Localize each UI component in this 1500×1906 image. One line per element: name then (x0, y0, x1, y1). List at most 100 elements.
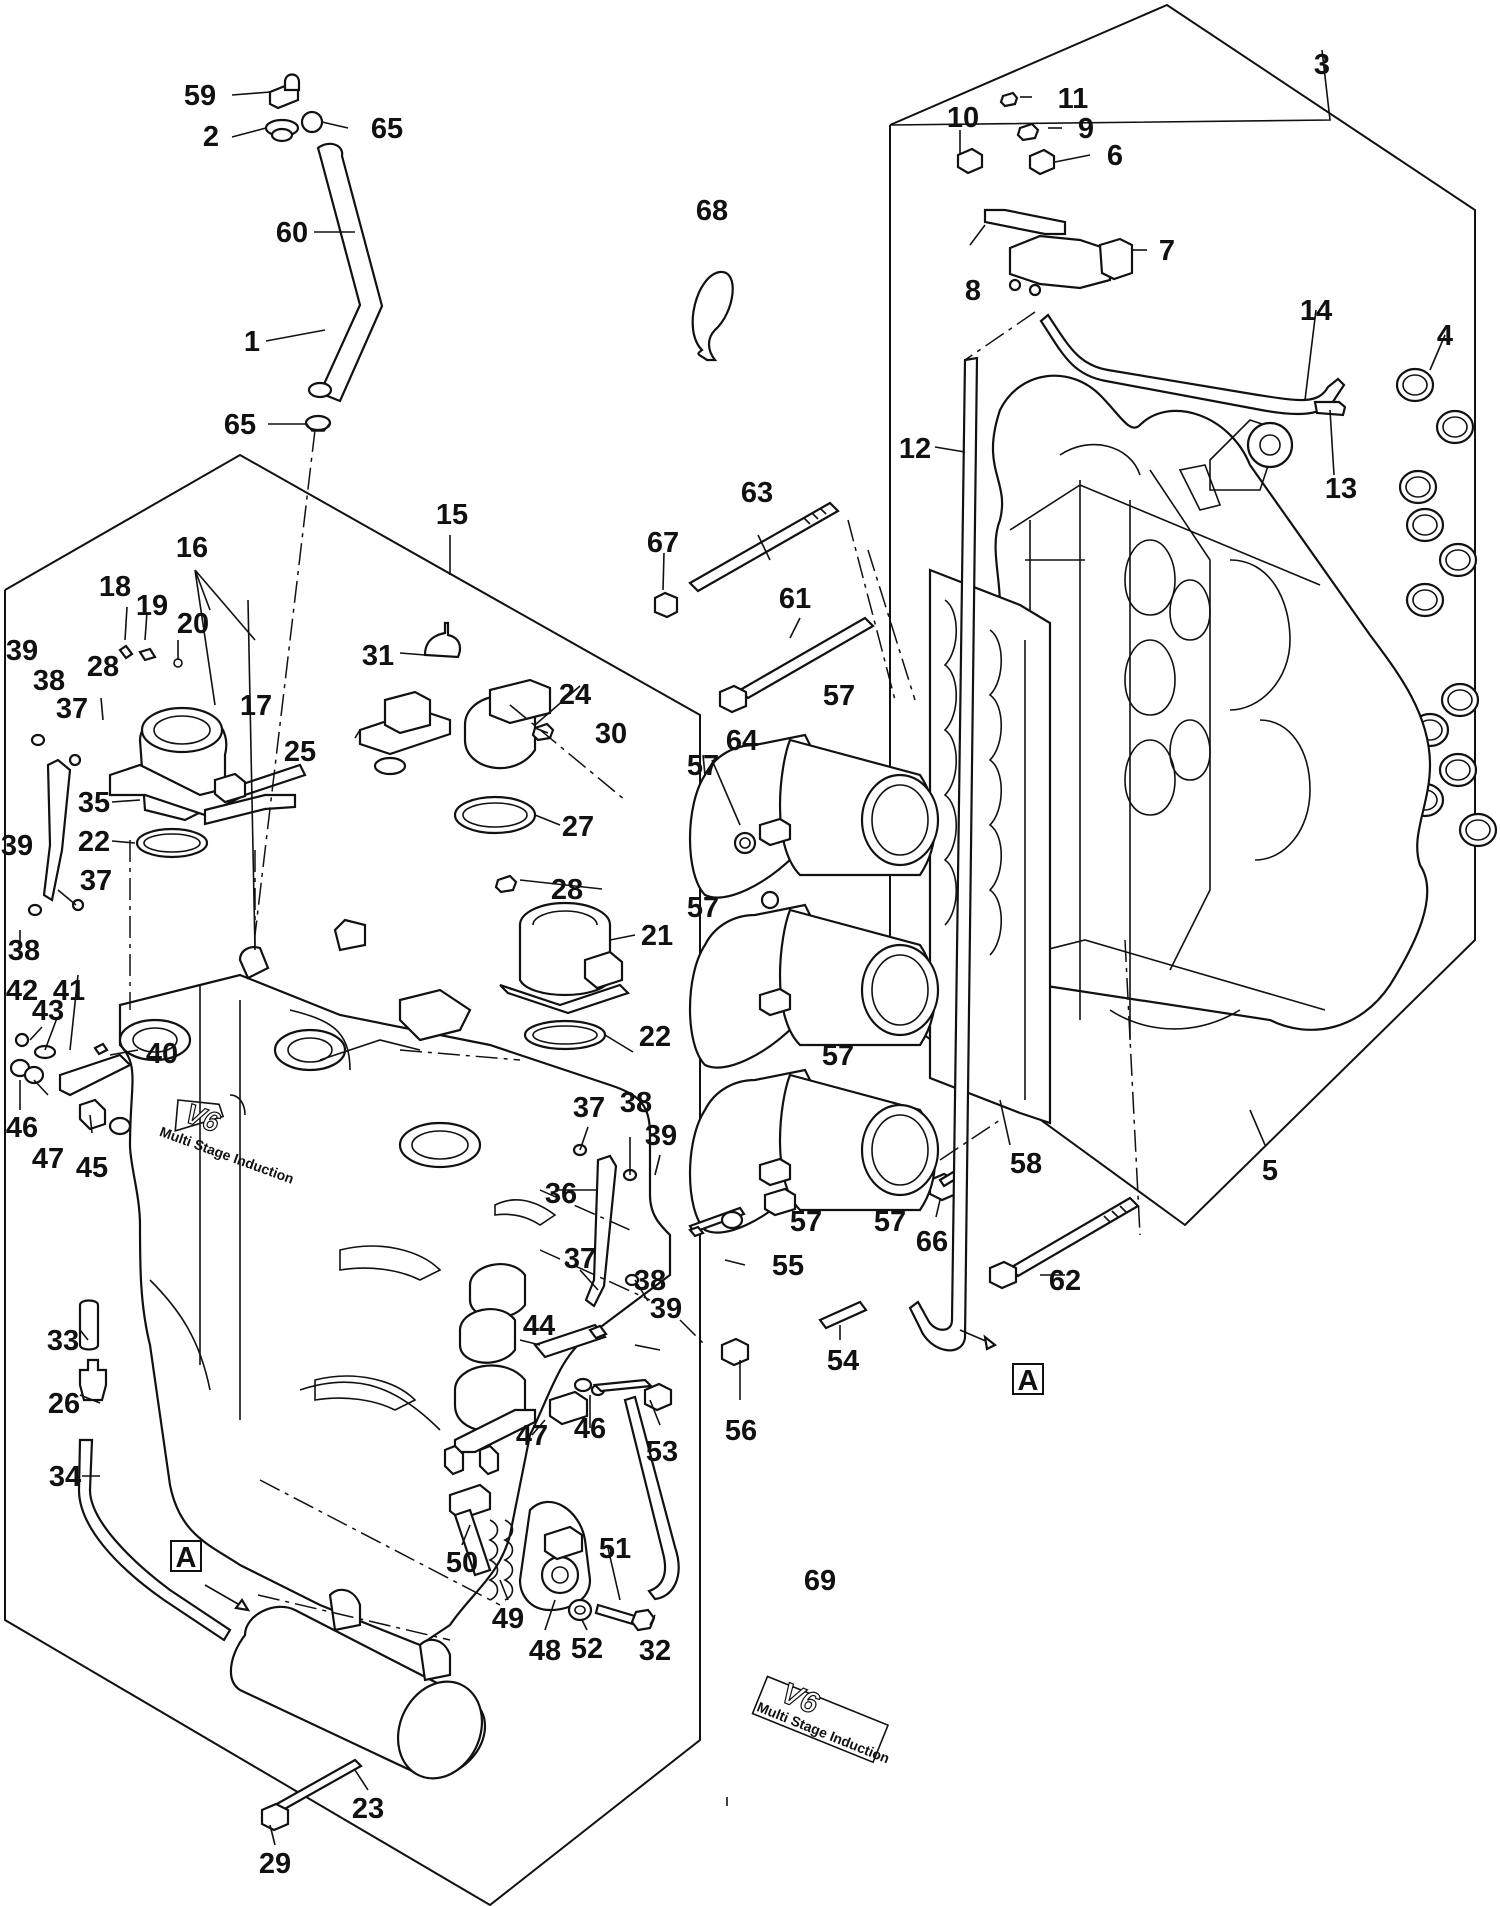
callout-34: 34 (49, 1461, 81, 1493)
callout-22: 22 (639, 1021, 671, 1053)
callout-28: 28 (551, 874, 583, 906)
callout-58: 58 (1010, 1148, 1042, 1180)
callout-28: 28 (87, 651, 119, 683)
callout-64: 64 (726, 725, 758, 757)
callout-21: 21 (641, 920, 673, 952)
callout-23: 23 (352, 1793, 384, 1825)
callout-37: 37 (56, 693, 88, 725)
vacuum-hose (1039, 313, 1347, 417)
throttle-body-upper (108, 644, 307, 859)
callout-4: 4 (1437, 320, 1453, 352)
long-hose (908, 356, 979, 1352)
callout-67: 67 (647, 527, 679, 559)
intake-runners (688, 733, 940, 1234)
callout-43: 43 (32, 995, 64, 1027)
callout-19: 19 (136, 590, 168, 622)
callout-38: 38 (620, 1087, 652, 1119)
callout-24: 24 (559, 679, 591, 711)
callout-57: 57 (790, 1206, 822, 1238)
callout-46: 46 (574, 1413, 606, 1445)
callout-68: 68 (696, 195, 728, 227)
callout-27: 27 (562, 811, 594, 843)
callouts: 59 2 65 60 1 65 68 3 11 10 9 6 7 8 14 4 … (1, 49, 1453, 1880)
callout-57: 57 (687, 892, 719, 924)
callout-26: 26 (48, 1388, 80, 1420)
manifold-fasteners (653, 501, 1140, 1290)
callout-25: 25 (284, 736, 316, 768)
callout-65: 65 (371, 113, 403, 145)
callout-9: 9 (1078, 113, 1094, 145)
callout-57: 57 (823, 680, 855, 712)
callout-39: 39 (650, 1293, 682, 1325)
assembly-guide-lines (129, 311, 1141, 1641)
callout-16: 16 (176, 532, 208, 564)
callout-47: 47 (516, 1420, 548, 1452)
callout-37: 37 (564, 1243, 596, 1275)
reference-label-a-top: A (1018, 1365, 1039, 1397)
throttle-linkage-left (9, 733, 132, 1131)
callout-48: 48 (529, 1635, 561, 1667)
callout-36: 36 (545, 1178, 577, 1210)
callout-54: 54 (827, 1345, 859, 1377)
callout-5: 5 (1262, 1155, 1278, 1187)
reference-label-a-bottom: A (176, 1542, 197, 1574)
callout-53: 53 (646, 1436, 678, 1468)
hose-clip (691, 270, 734, 362)
callout-32: 32 (639, 1635, 671, 1667)
callout-51: 51 (599, 1533, 631, 1565)
callout-12: 12 (899, 433, 931, 465)
manifold-gasket (928, 568, 1052, 1125)
callout-47: 47 (32, 1143, 64, 1175)
callout-7: 7 (1159, 235, 1175, 267)
callout-15: 15 (436, 499, 468, 531)
callout-45: 45 (76, 1152, 108, 1184)
reference-arrow-a-bottom: A (170, 1540, 251, 1612)
callout-56: 56 (725, 1415, 757, 1447)
callout-40: 40 (146, 1038, 178, 1070)
callout-6: 6 (1107, 140, 1123, 172)
callout-39: 39 (1, 830, 33, 862)
callout-59: 59 (184, 80, 216, 112)
callout-22: 22 (78, 826, 110, 858)
intake-manifold (991, 374, 1432, 1040)
callout-14: 14 (1300, 295, 1332, 327)
callout-18: 18 (99, 571, 131, 603)
callout-1: 1 (244, 326, 260, 358)
frame-group-15 (4, 453, 701, 1906)
callout-46: 46 (6, 1112, 38, 1144)
callout-38: 38 (8, 935, 40, 967)
callout-38: 38 (634, 1265, 666, 1297)
intake-plenum (108, 918, 672, 1647)
callout-42: 42 (6, 975, 38, 1007)
callout-30: 30 (595, 718, 627, 750)
callout-29: 29 (259, 1848, 291, 1880)
callout-3: 3 (1314, 49, 1330, 81)
callout-57: 57 (822, 1040, 854, 1072)
callout-39: 39 (645, 1120, 677, 1152)
callout-65: 65 (224, 409, 256, 441)
callout-44: 44 (523, 1310, 555, 1342)
reference-arrow-a-top: A (959, 1329, 1044, 1397)
callout-13: 13 (1325, 473, 1357, 505)
callout-66: 66 (916, 1226, 948, 1258)
callout-37: 37 (80, 865, 112, 897)
callout-61: 61 (779, 583, 811, 615)
callout-33: 33 (47, 1325, 79, 1357)
callout-62: 62 (1049, 1265, 1081, 1297)
callout-39: 39 (6, 635, 38, 667)
sensor-and-iac (358, 621, 555, 835)
callout-55: 55 (772, 1250, 804, 1282)
callout-50: 50 (446, 1547, 478, 1579)
callout-57: 57 (687, 750, 719, 782)
callout-10: 10 (947, 102, 979, 134)
vacuum-tank-assembly (77, 1299, 486, 1832)
emblem-69: V6 Multi Stage Induction (751, 1675, 892, 1767)
callout-20: 20 (177, 608, 209, 640)
callout-35: 35 (78, 787, 110, 819)
callout-2: 2 (203, 121, 219, 153)
callout-41: 41 (53, 975, 85, 1007)
callout-31: 31 (362, 640, 394, 672)
callout-37: 37 (573, 1092, 605, 1124)
emblem-69-text: Multi Stage Induction (755, 1699, 892, 1767)
